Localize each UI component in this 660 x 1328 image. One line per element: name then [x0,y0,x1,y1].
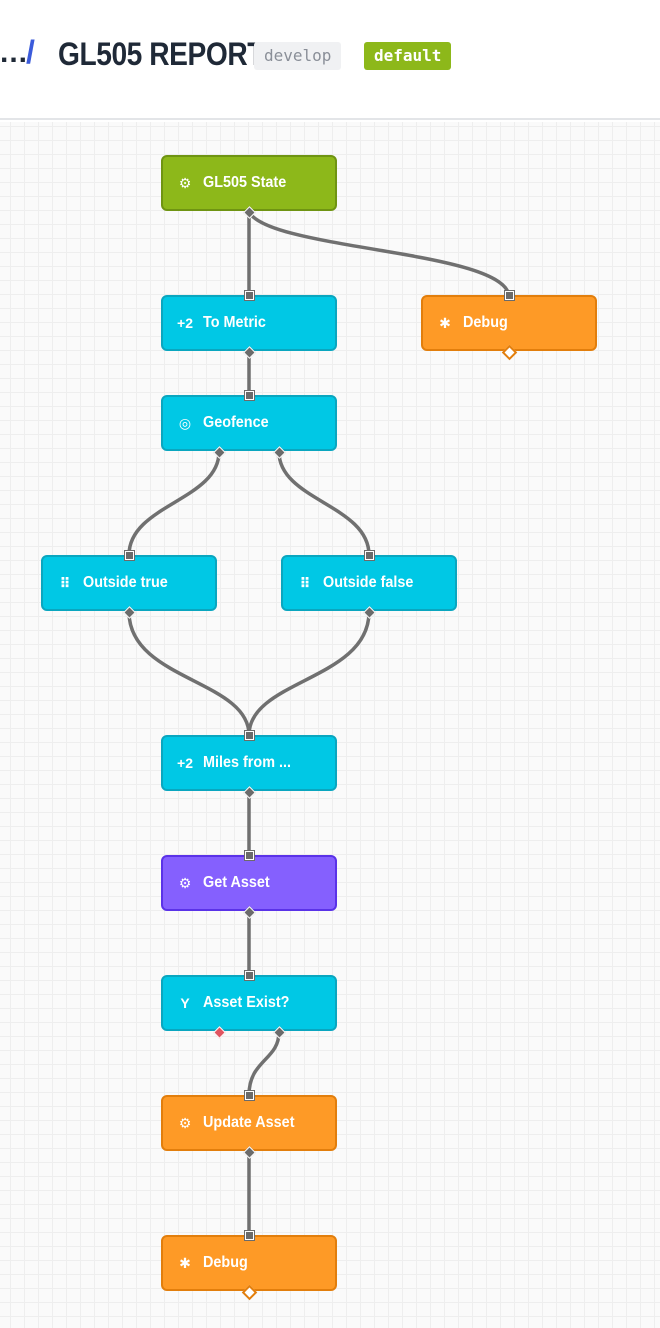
input-port[interactable] [364,550,375,561]
node-label: Miles from ... [203,754,292,771]
node-label: Get Asset [203,874,270,891]
breadcrumb-separator: / [26,34,35,70]
branch-icon: Y [180,995,190,1011]
input-port[interactable] [244,290,255,301]
node-label: Outside true [83,574,168,591]
target-icon: ◎ [178,415,192,431]
node-to-metric[interactable]: +2 To Metric [161,295,337,351]
node-get-asset[interactable]: ⚙ Get Asset [161,855,337,911]
grid-dots-icon: ⠿ [299,575,311,591]
input-port[interactable] [244,1090,255,1101]
math-icon: +2 [177,315,193,331]
cog-icon: ⚙ [178,875,192,891]
workflow-header: ... / GL505 REPORT develop default [0,0,660,120]
node-label: Geofence [203,414,269,431]
branch-badge[interactable]: develop [254,42,342,70]
cog-icon: ⚙ [178,1115,192,1131]
node-label: Debug [463,314,508,331]
input-port[interactable] [244,850,255,861]
node-debug-top[interactable]: ✱ Debug [421,295,597,351]
node-update-asset[interactable]: ⚙ Update Asset [161,1095,337,1151]
node-label: GL505 State [203,174,287,191]
node-outside-true[interactable]: ⠿ Outside true [41,555,217,611]
node-geofence[interactable]: ◎ Geofence [161,395,337,451]
input-port[interactable] [244,730,255,741]
math-icon: +2 [177,755,193,771]
cog-icon: ⚙ [178,175,192,191]
node-label: To Metric [203,314,266,331]
node-gl505-state[interactable]: ⚙ GL505 State [161,155,337,211]
input-port[interactable] [244,390,255,401]
breadcrumb-ellipsis[interactable]: ... [0,36,29,69]
node-label: Asset Exist? [203,994,290,1011]
input-port[interactable] [504,290,515,301]
node-label: Outside false [323,574,414,591]
node-label: Debug [203,1254,248,1271]
input-port[interactable] [244,970,255,981]
environment-badge[interactable]: default [364,42,452,70]
node-label: Update Asset [203,1114,295,1131]
bug-icon: ✱ [439,315,451,331]
bug-icon: ✱ [179,1255,191,1271]
node-debug-bottom[interactable]: ✱ Debug [161,1235,337,1291]
grid-dots-icon: ⠿ [59,575,71,591]
node-outside-false[interactable]: ⠿ Outside false [281,555,457,611]
input-port[interactable] [244,1230,255,1241]
input-port[interactable] [124,550,135,561]
node-miles-from[interactable]: +2 Miles from ... [161,735,337,791]
page-title: GL505 REPORT [58,36,264,72]
node-asset-exist[interactable]: Y Asset Exist? [161,975,337,1031]
